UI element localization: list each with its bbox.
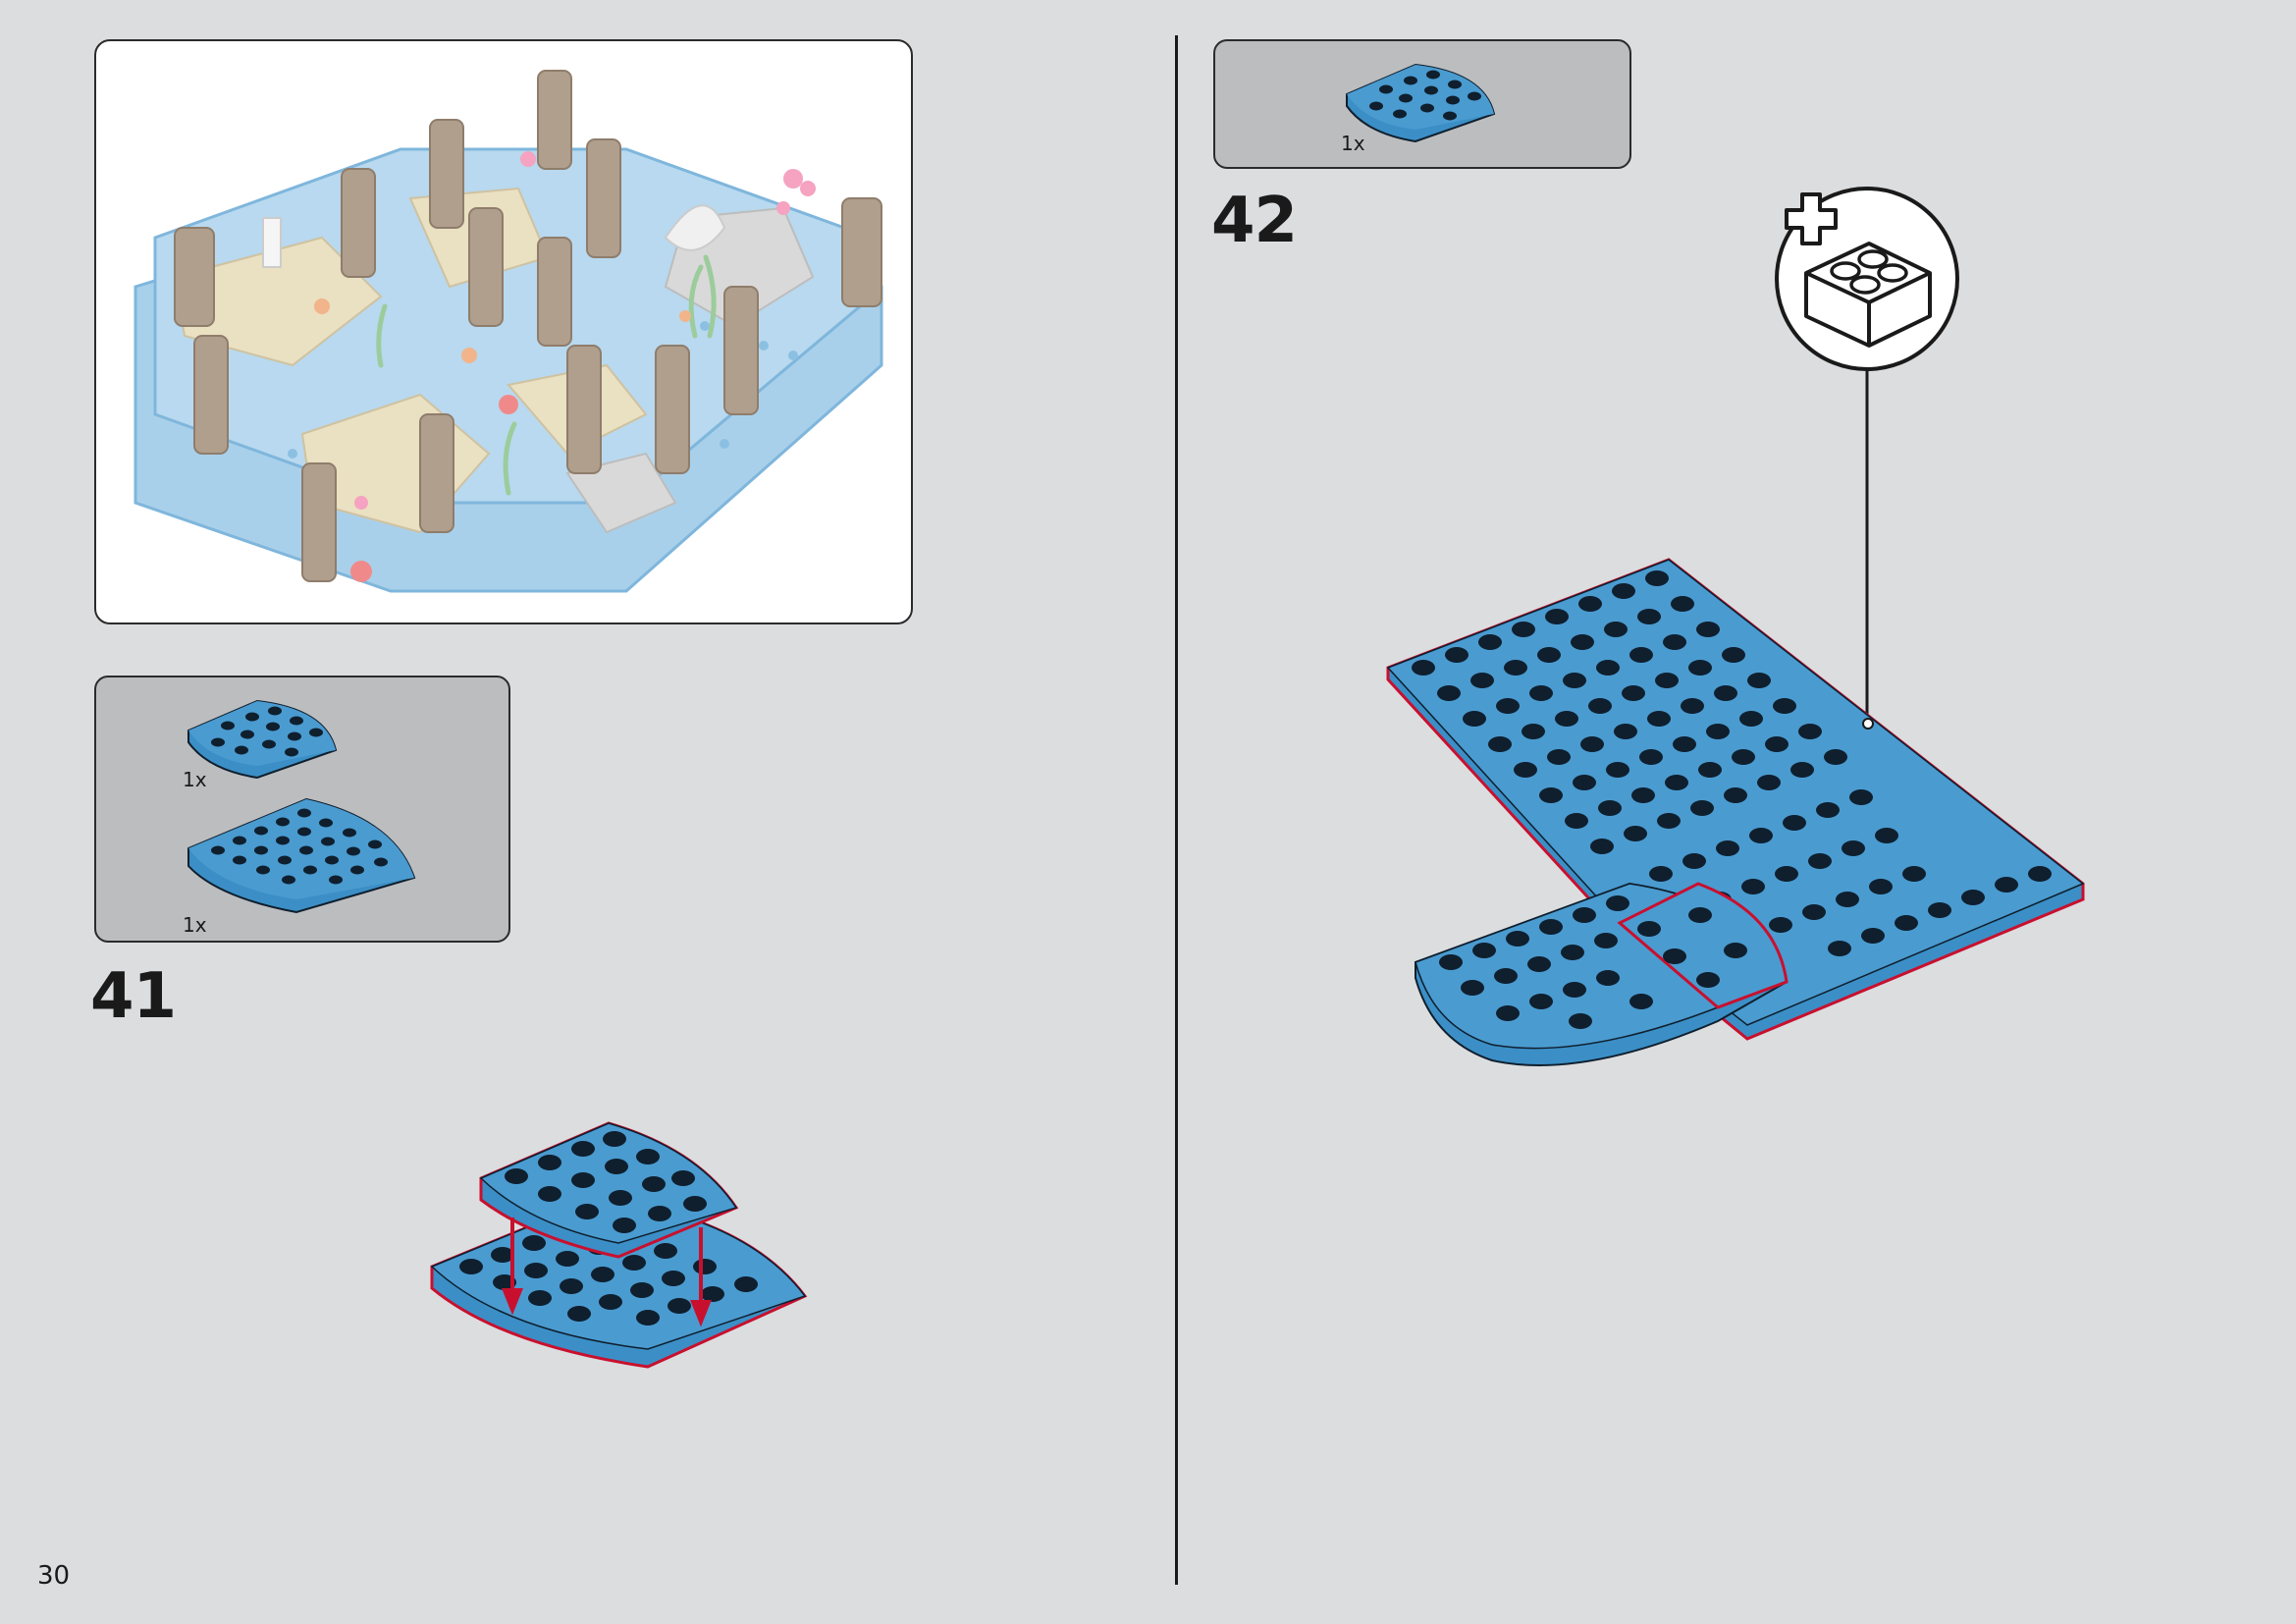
model-preview-image [133, 70, 883, 593]
step41-part2-qty: 1x [183, 913, 207, 937]
step41-assembly-illustration [430, 1121, 808, 1369]
step42-part1-qty: 1x [1341, 132, 1365, 155]
corner-plate-4x4-icon [1346, 63, 1496, 143]
add-brick-icon [1785, 192, 1932, 348]
step41-parts-box: 1x 1x [94, 676, 510, 943]
down-arrow-icon [502, 1218, 712, 1327]
step41-number: 41 [90, 960, 177, 1033]
corner-plate-6x6-icon [187, 797, 416, 914]
step41-part1-qty: 1x [183, 768, 207, 791]
step42-number: 42 [1211, 185, 1298, 257]
page-number: 30 [37, 1561, 71, 1591]
step42-parts-box: 1x [1213, 39, 1631, 169]
page-divider [1175, 35, 1178, 1585]
step42-callout [1775, 187, 1959, 731]
step42-assembly-illustration [1386, 558, 2085, 1066]
model-preview-panel [94, 39, 913, 624]
corner-plate-4x4-icon [187, 699, 338, 780]
